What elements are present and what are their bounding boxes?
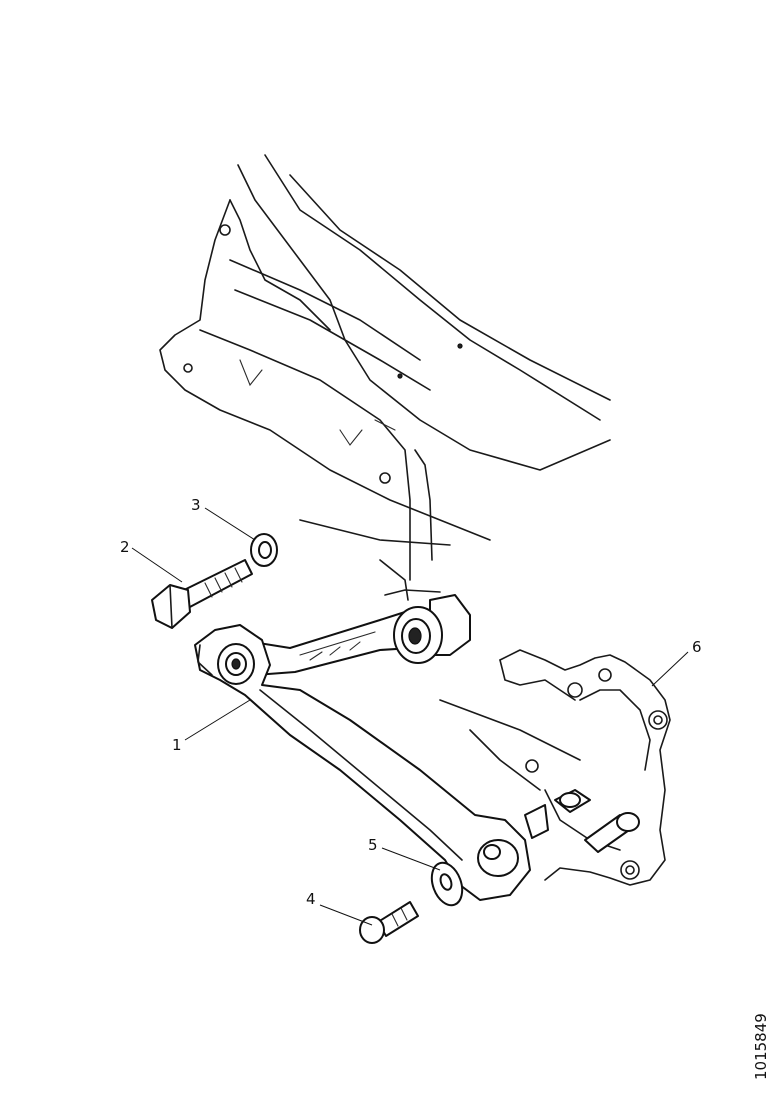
washer-lower <box>430 861 464 907</box>
washer-upper <box>250 533 278 567</box>
suspension-arm <box>194 624 531 901</box>
mounting-plate <box>439 649 671 886</box>
bushing-link <box>239 589 471 676</box>
callout-4: 4 <box>306 890 316 908</box>
callout-5: 5 <box>368 836 378 854</box>
callout-3: 3 <box>191 496 201 514</box>
callout-2: 2 <box>120 538 130 556</box>
figure-reference-number: 1015849 <box>752 1013 770 1080</box>
callout-6: 6 <box>692 638 702 656</box>
leader-lines <box>131 507 689 926</box>
callout-1: 1 <box>172 736 182 754</box>
bolt-lower <box>359 901 419 944</box>
frame-bracket <box>159 154 611 601</box>
bolt-upper <box>151 559 253 629</box>
